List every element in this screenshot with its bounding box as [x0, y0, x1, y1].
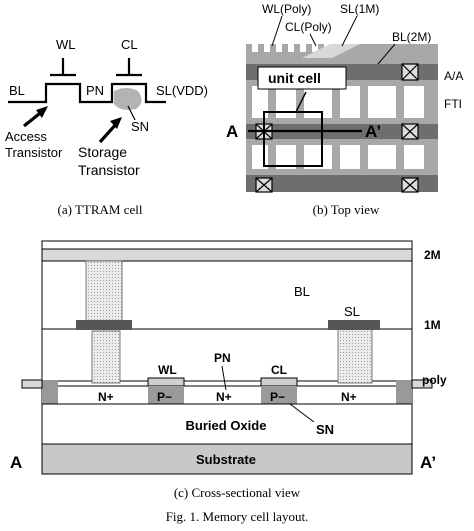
cell-wiring [8, 58, 166, 104]
contact-marker-5 [401, 177, 419, 193]
figure-caption: Fig. 1. Memory cell layout. [166, 509, 309, 524]
bl-metal2-row-bottom [246, 175, 438, 192]
unit-cell-label-box [257, 66, 347, 90]
cs-sn-label: SN [316, 422, 334, 437]
layer-label-poly: poly [422, 373, 447, 387]
substrate-layer [41, 443, 413, 475]
n-plus-3: N+ [341, 390, 357, 404]
caption-b: (b) Top view [313, 202, 380, 217]
wl-label: WL [56, 37, 76, 52]
unit-cell-pointer [295, 91, 307, 113]
access-transistor-label-line2: Transistor [5, 145, 63, 160]
sl-contact [337, 328, 373, 384]
cs-pn-label: PN [214, 351, 231, 365]
sl-vdd-label: SL(VDD) [156, 83, 208, 98]
n-plus-1: N+ [98, 390, 114, 404]
cs-sl-label: SL [344, 304, 360, 319]
p-minus-2: P− [270, 390, 285, 404]
buried-oxide-label: Buried Oxide [186, 418, 267, 433]
storage-transistor-label-line2: Transistor [78, 162, 140, 178]
buried-oxide-layer [41, 403, 413, 445]
sn-pointer [127, 105, 136, 121]
layer-label-1m: 1M [424, 318, 441, 332]
sti-right [396, 380, 412, 404]
bl-2m-label: BL(2M) [392, 30, 431, 44]
substrate-label: Substrate [196, 452, 256, 467]
n-plus-2: N+ [216, 390, 232, 404]
cs-cut-label-a-prime: A’ [420, 453, 436, 472]
top-view-leader-lines [271, 15, 396, 65]
contact-marker-3 [401, 123, 419, 140]
p-body-cl [261, 386, 297, 408]
unit-cell-outline [263, 111, 323, 167]
cut-label-a: A [226, 122, 238, 141]
bl-contact-upper [85, 260, 123, 322]
caption-a: (a) TTRAM cell [58, 202, 143, 217]
metal1-pad-right [328, 320, 380, 330]
wl-gate [147, 377, 185, 387]
ttram-cell-schematic: WL CL BL PN SL(VDD) SN Access Transistor… [5, 37, 208, 217]
cl-label: CL [121, 37, 138, 52]
cut-label-a-prime: A’ [365, 122, 381, 141]
contact-marker-1 [401, 63, 419, 81]
contact-marker-4 [255, 177, 273, 193]
storage-node-region [114, 88, 142, 110]
pn-label: PN [86, 83, 104, 98]
unit-cell-label: unit cell [268, 70, 321, 86]
cross-section: BL SL WL PN CL N+ P− N+ P− N+ SN Buried … [10, 240, 447, 500]
sn-label: SN [131, 119, 149, 134]
storage-transistor-label-line1: Storage [78, 144, 127, 160]
cs-cl-label: CL [271, 363, 287, 377]
fti-label: FTI [444, 97, 462, 111]
p-minus-1: P− [157, 390, 172, 404]
cs-bl-label: BL [294, 284, 310, 299]
cl-poly-label: CL(Poly) [285, 20, 332, 34]
p-body-wl [148, 386, 184, 404]
access-transistor-label-line1: Access [5, 129, 47, 144]
layer-label-2m: 2M [424, 248, 441, 262]
cs-cut-label-a: A [10, 453, 22, 472]
sti-left [42, 380, 58, 404]
active-area-windows [252, 86, 424, 169]
metal1-pad-left [76, 320, 132, 330]
sl-metal1-band [302, 44, 360, 58]
top-view: unit cell A A’ WL(Poly) CL(Poly) SL(1M) … [226, 2, 463, 217]
cs-wl-label: WL [158, 363, 177, 377]
caption-c: (c) Cross-sectional view [174, 485, 301, 500]
bl-label: BL [9, 83, 25, 98]
aa-label: A/A [444, 69, 463, 83]
sl-1m-label: SL(1M) [340, 2, 379, 16]
bl-contact-lower [91, 330, 121, 384]
cl-gate [260, 377, 298, 387]
wl-poly-label: WL(Poly) [262, 2, 311, 16]
